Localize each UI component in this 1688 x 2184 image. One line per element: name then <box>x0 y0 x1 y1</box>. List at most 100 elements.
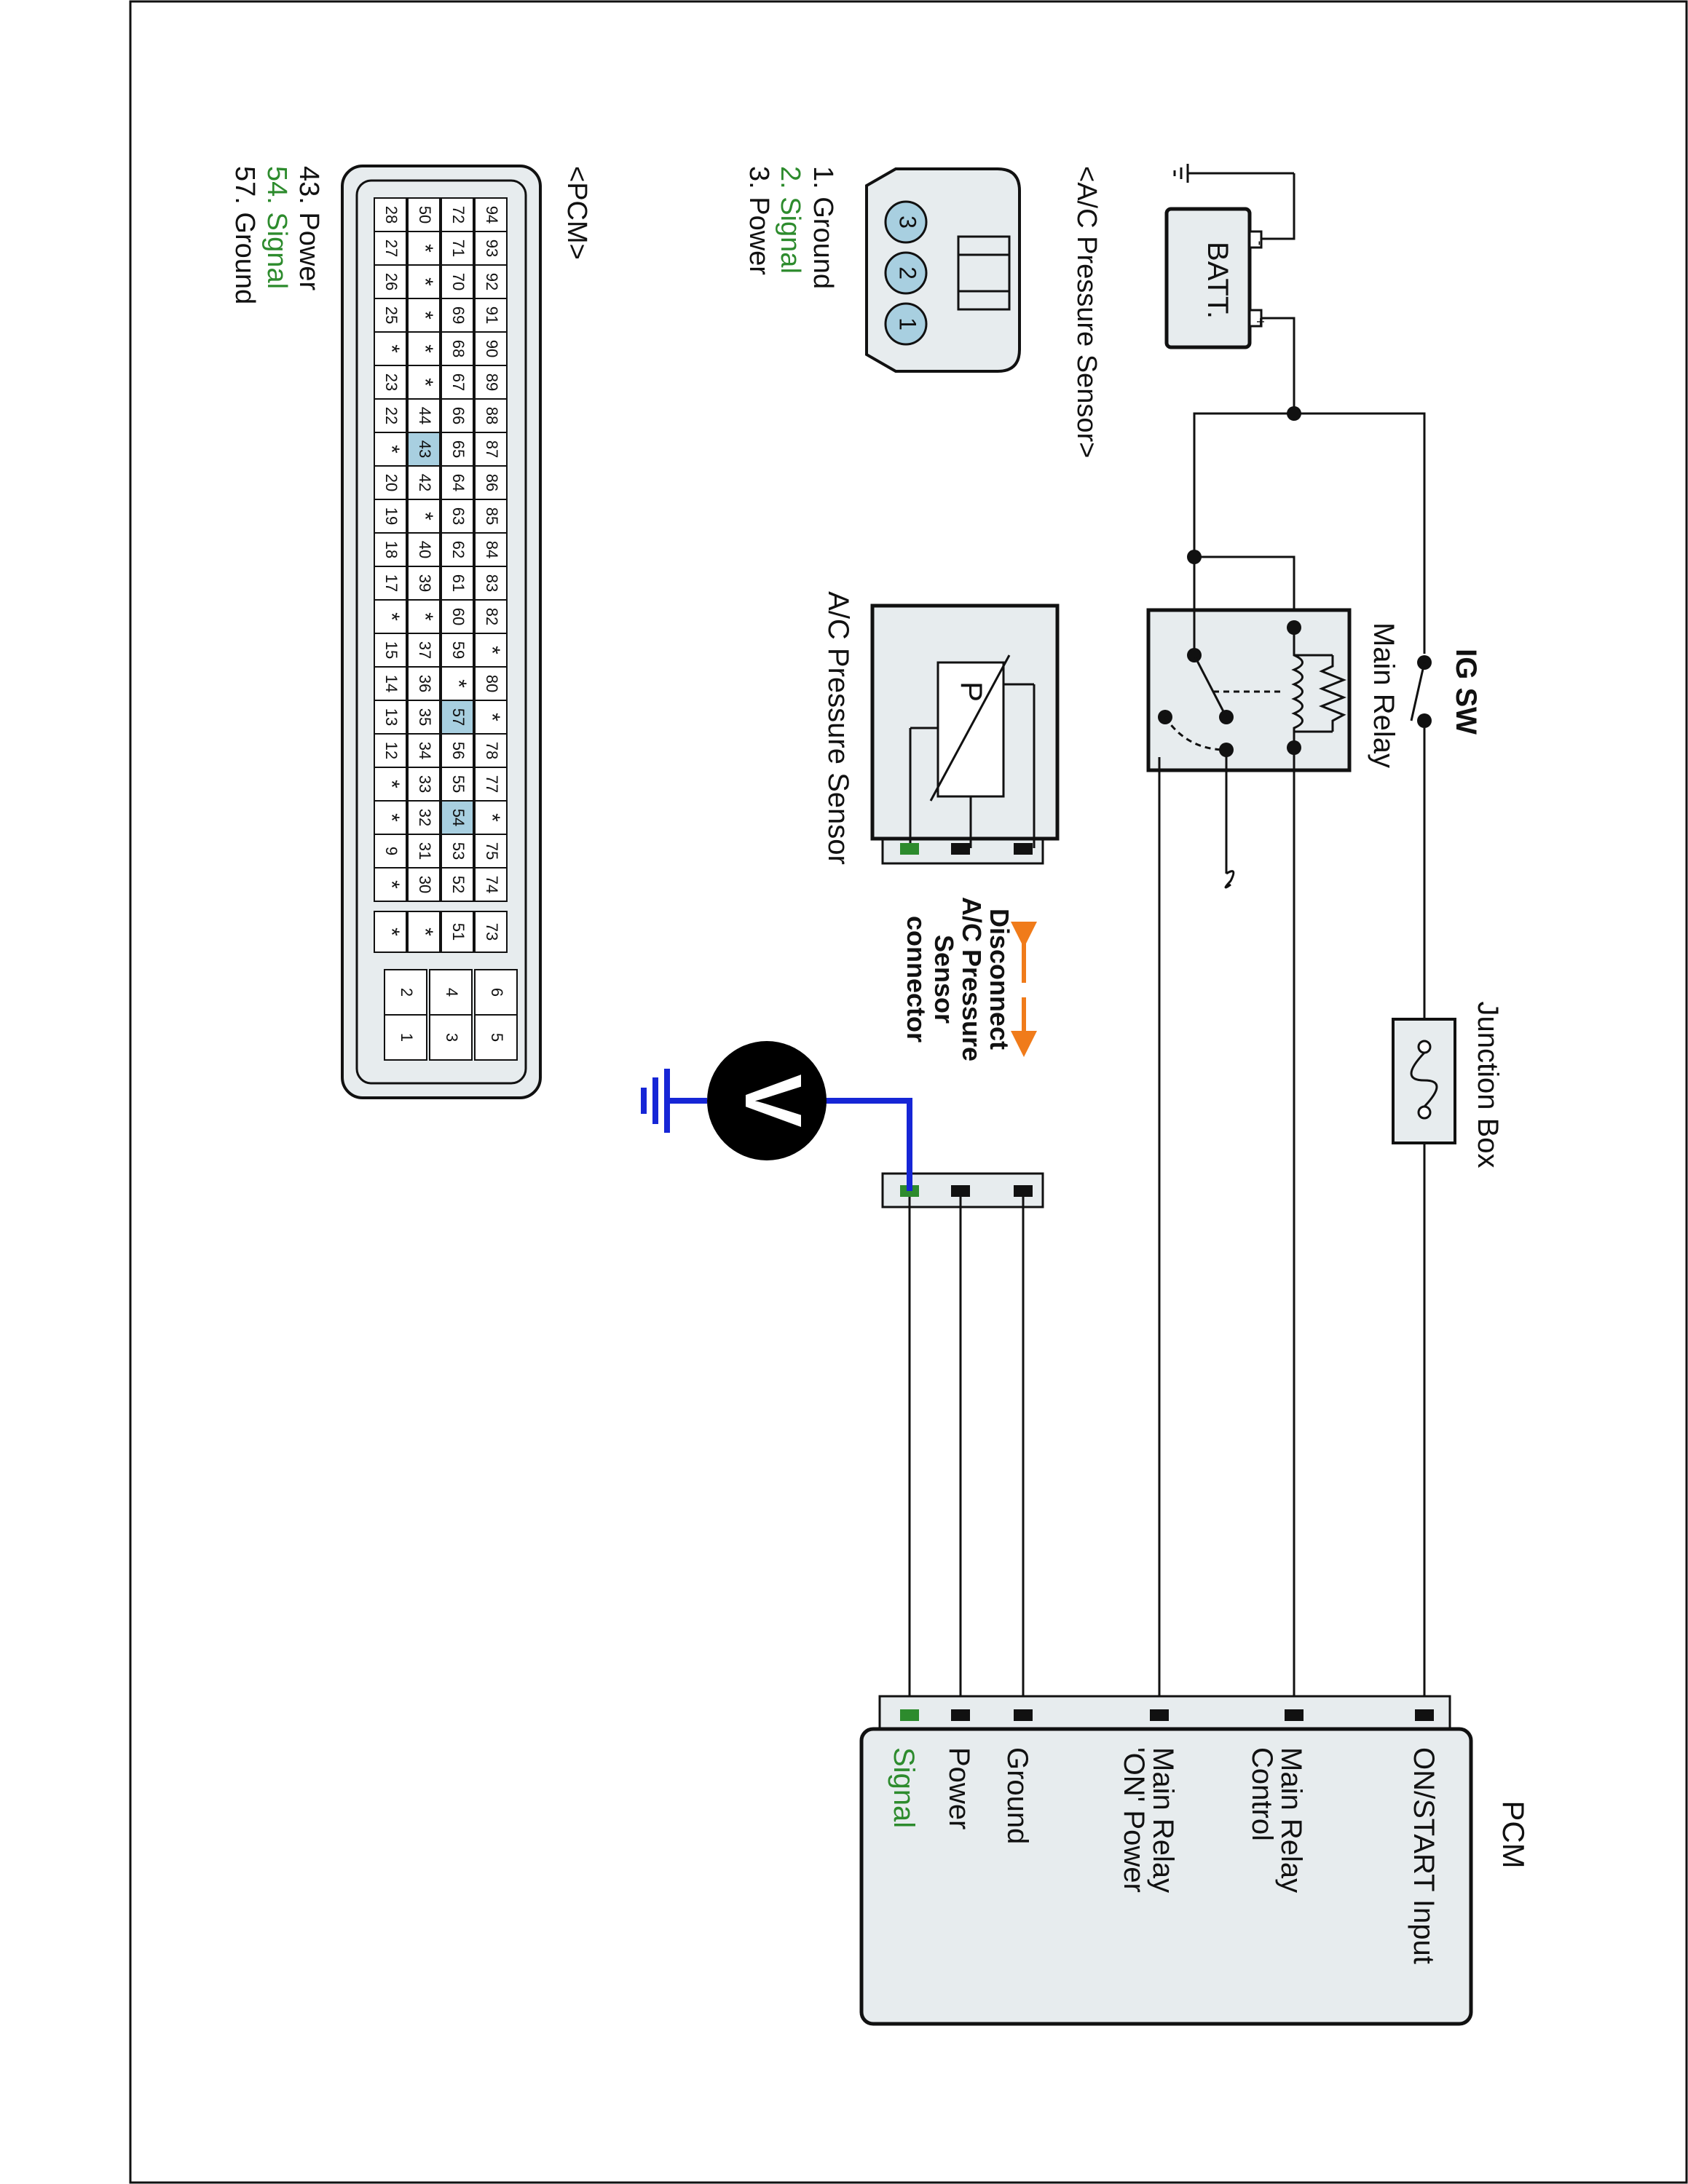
pcm-pin-r2-c17: 33 <box>416 775 434 793</box>
pcm-pin-r0-c0: 94 <box>483 206 501 223</box>
pcm-legend-1: 43. Power <box>293 166 324 290</box>
pcm-pin-r1-c13-cell <box>441 633 474 668</box>
pcm-pin-r2-c1: * <box>413 244 437 253</box>
pcm-pin-r3-c17: * <box>379 780 403 788</box>
sensor-legend-3: 3. Power <box>744 166 774 275</box>
junction-box-label: Junction Box <box>1472 1001 1504 1168</box>
pcm-small-pin-0-cell <box>474 911 508 953</box>
pcm-power-pin-6-cell <box>474 969 518 1016</box>
pcm-pin-r2-c4-cell <box>407 331 441 366</box>
pcm-pin-r0-c17: 77 <box>483 775 501 793</box>
pcm-pin-r0-c10: 84 <box>483 541 501 558</box>
pcm-pin-r1-c18: 54 <box>449 809 468 826</box>
pcm-pin-r3-c1: 27 <box>382 240 401 257</box>
pcm-pin-r1-c2: 70 <box>449 273 468 290</box>
pcm-pin-r1-c4-cell <box>441 331 474 366</box>
pcm-pin-r3-c6: 22 <box>382 407 401 424</box>
pcm-pin-r1-c0: 72 <box>449 206 468 223</box>
pcm-input-main-relay-on-1: Main Relay <box>1147 1747 1179 1893</box>
pcm-pin-r1-c6: 66 <box>449 407 468 424</box>
pcm-pin-r3-c9: 19 <box>382 507 401 525</box>
pcm-pin-r0-c5: 89 <box>483 373 501 391</box>
pcm-pin-r2-c19: 31 <box>416 842 434 860</box>
battery-minus-label: - <box>1252 241 1268 246</box>
sensor-pin-1-label: 1 <box>895 317 921 331</box>
pcm-pin-r2-c5: * <box>413 378 437 387</box>
pcm-pin-r3-c4: * <box>379 344 403 353</box>
pcm-pin-r1-c8: 64 <box>449 474 468 491</box>
pcm-pin-r1-c5-cell <box>441 365 474 400</box>
pcm-pin-r0-c1: 93 <box>483 240 501 257</box>
pcm-pin-r2-c13-cell <box>407 633 441 668</box>
pcm-pin-grid: 94939291908988878685848382*80*7877*75747… <box>374 197 518 1061</box>
pcm-pin-r0-c13-cell <box>474 633 508 668</box>
pcm-pin-r1-c16-cell <box>441 733 474 768</box>
pcm-small-pin-2-cell <box>407 911 441 953</box>
pcm-pin-r3-c18: * <box>379 813 403 822</box>
pcm-pin-r2-c15: 35 <box>416 708 434 726</box>
pcm-pin-r2-c18-cell <box>407 800 441 835</box>
pcm-pin-r0-c10-cell <box>474 532 508 567</box>
pcm-power-pin-1: 1 <box>398 1033 416 1042</box>
pcm-pin-r0-c14: 80 <box>483 675 501 692</box>
pcm-pin-r3-c20-cell <box>374 867 407 902</box>
battery-label: BATT. <box>1202 242 1234 319</box>
pcm-pin-r2-c8: 42 <box>416 474 434 491</box>
pcm-pin-r2-c0-cell <box>407 197 441 232</box>
pcm-pin-r0-c4-cell <box>474 331 508 366</box>
pcm-pin-r2-c7: 43 <box>416 440 434 458</box>
pcm-pin-r0-c8: 86 <box>483 474 501 491</box>
pcm-pin-r0-c3: 91 <box>483 306 501 324</box>
pcm-pin-r3-c16: 12 <box>382 742 401 759</box>
pcm-pin-r1-c14: * <box>446 679 470 688</box>
pcm-pin-r0-c11: 83 <box>483 574 501 592</box>
pcm-pin-r0-c6: 88 <box>483 407 501 424</box>
pcm-pin-r0-c18-cell <box>474 800 508 835</box>
pcm-pin-r1-c20: 52 <box>449 876 468 893</box>
pcm-pin-r3-c15-cell <box>374 700 407 735</box>
pcm-pin-r2-c9: * <box>413 512 437 521</box>
pcm-pin-r3-c0-cell <box>374 197 407 232</box>
voltmeter-label: V <box>728 1074 818 1127</box>
pcm-small-pin-3-cell <box>374 911 407 953</box>
pcm-pin-r2-c5-cell <box>407 365 441 400</box>
pcm-legend-2: 54. Signal <box>261 166 292 289</box>
pcm-pin-r0-c12: 82 <box>483 608 501 625</box>
pcm-pin-r3-c7: * <box>379 445 403 454</box>
ig-sw-label: IG SW <box>1450 649 1482 735</box>
disconnect-note: Disconnect A/C Pressure Sensor connector <box>902 897 1037 1061</box>
pcm-pin-r1-c4: 68 <box>449 340 468 357</box>
pcm-pin-r3-c0: 28 <box>382 206 401 223</box>
pcm-pin-r0-c20: 74 <box>483 876 501 893</box>
pcm-connector-face: 94939291908988878685848382*80*7877*75747… <box>341 165 542 1099</box>
pcm-pin-r3-c5: 23 <box>382 373 401 391</box>
pcm-pin-r0-c12-cell <box>474 599 508 634</box>
pcm-small-pin-1-cell <box>441 911 474 953</box>
pcm-pin-r3-c19-cell <box>374 834 407 869</box>
pcm-pin-r0-c0-cell <box>474 197 508 232</box>
sensor-pin-2 <box>884 251 928 295</box>
junction-box: Junction Box <box>1392 1001 1504 1168</box>
sensor-pin-1 <box>884 302 928 346</box>
pcm-power-pin-1-cell <box>384 1014 427 1061</box>
pcm-pin-r3-c10-cell <box>374 532 407 567</box>
pcm-pin-r2-c16-cell <box>407 733 441 768</box>
pcm-pin-r3-c11: 17 <box>382 574 401 592</box>
pcm-pin-r0-c11-cell <box>474 566 508 601</box>
disconnect-line-1: Disconnect <box>985 909 1014 1050</box>
pcm-pin-r1-c1-cell <box>441 231 474 266</box>
pcm-pin-r3-c12: * <box>379 612 403 621</box>
pcm-pin-r1-c17: 55 <box>449 775 468 793</box>
pcm-module: PCM ON/START Input Main Relay Control Ma… <box>859 1695 1531 2026</box>
disconnect-line-2: A/C Pressure <box>957 897 987 1061</box>
pcm-pin-r3-c13: 15 <box>382 641 401 659</box>
pcm-power-pin-6: 6 <box>488 988 506 997</box>
pcm-pin-r1-c13: 59 <box>449 641 468 659</box>
pcm-pin-r1-c9-cell <box>441 499 474 534</box>
pcm-connector-title: <PCM> <box>561 166 592 260</box>
pcm-pin-r1-c14-cell <box>441 666 474 701</box>
page-frame <box>129 0 1688 2184</box>
battery-plus-label: + <box>1252 317 1268 326</box>
pcm-pin-r1-c5: 67 <box>449 373 468 391</box>
pcm-pin-r2-c13: 37 <box>416 641 434 659</box>
